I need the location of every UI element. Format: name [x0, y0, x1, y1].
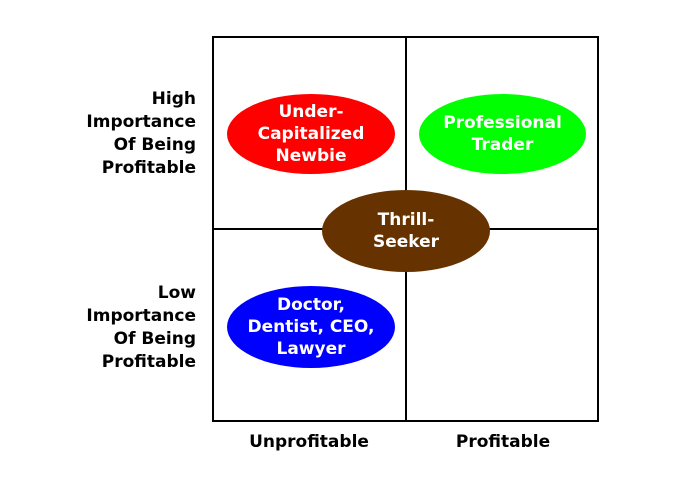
y-label-low-line: Low	[157, 283, 196, 303]
y-label-low-line: Importance	[86, 306, 196, 326]
bubble-text: Capitalized	[257, 124, 365, 144]
y-label-low-line: Of Being	[113, 329, 196, 349]
x-label-profitable: Profitable	[455, 432, 551, 452]
y-label-high: High Importance Of Being Profitable	[16, 88, 196, 180]
y-label-low: Low Importance Of Being Profitable	[16, 282, 196, 374]
bubble-text: Seeker	[372, 232, 440, 252]
x-label-unprofitable: Unprofitable	[249, 432, 369, 452]
bubble-thrill-seeker: Thrill- Seeker	[322, 190, 490, 272]
bubble-text: Thrill-	[377, 210, 435, 230]
y-label-low-line: Profitable	[101, 352, 196, 372]
bubble-professional-trader: Professional Trader	[419, 94, 586, 174]
y-label-high-line: Importance	[86, 112, 196, 132]
bubble-text: Trader	[471, 135, 534, 155]
bubble-text: Under-	[278, 102, 344, 122]
bubble-text: Professional	[443, 113, 562, 133]
bubble-under-capitalized-newbie: Under- Capitalized Newbie	[227, 94, 395, 174]
bubble-text: Dentist, CEO,	[247, 317, 375, 337]
bubble-text: Newbie	[275, 146, 347, 166]
bubble-text: Lawyer	[276, 339, 346, 359]
y-label-high-line: Of Being	[113, 135, 196, 155]
y-label-high-line: Profitable	[101, 158, 196, 178]
bubble-doctor-dentist-ceo-lawyer: Doctor, Dentist, CEO, Lawyer	[227, 286, 395, 368]
bubble-text: Doctor,	[276, 295, 345, 315]
y-label-high-line: High	[151, 89, 196, 109]
